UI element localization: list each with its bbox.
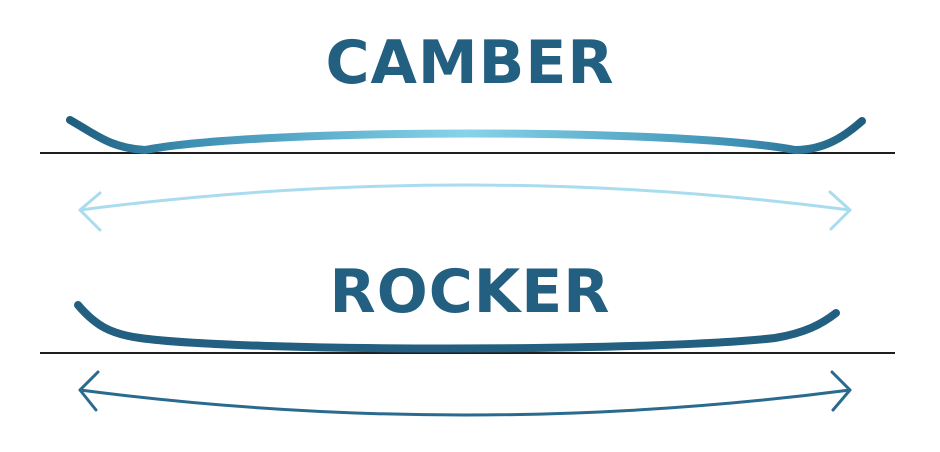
- camber-arrow-head-left: [78, 191, 102, 232]
- rocker-arrow-head-right: [830, 370, 852, 412]
- rocker-board-profile: [74, 301, 840, 353]
- camber-title: CAMBER: [325, 28, 615, 98]
- camber-flex-arrow: [78, 183, 852, 232]
- rocker-title: ROCKER: [329, 257, 611, 327]
- rocker-arrow-head-left: [78, 370, 100, 412]
- camber-arrow-shaft: [78, 183, 852, 212]
- camber-board-profile: [66, 116, 866, 155]
- rocker-flex-arrow: [78, 370, 852, 417]
- rocker-arrow-shaft: [78, 388, 852, 417]
- camber-arrow-head-right: [828, 190, 852, 231]
